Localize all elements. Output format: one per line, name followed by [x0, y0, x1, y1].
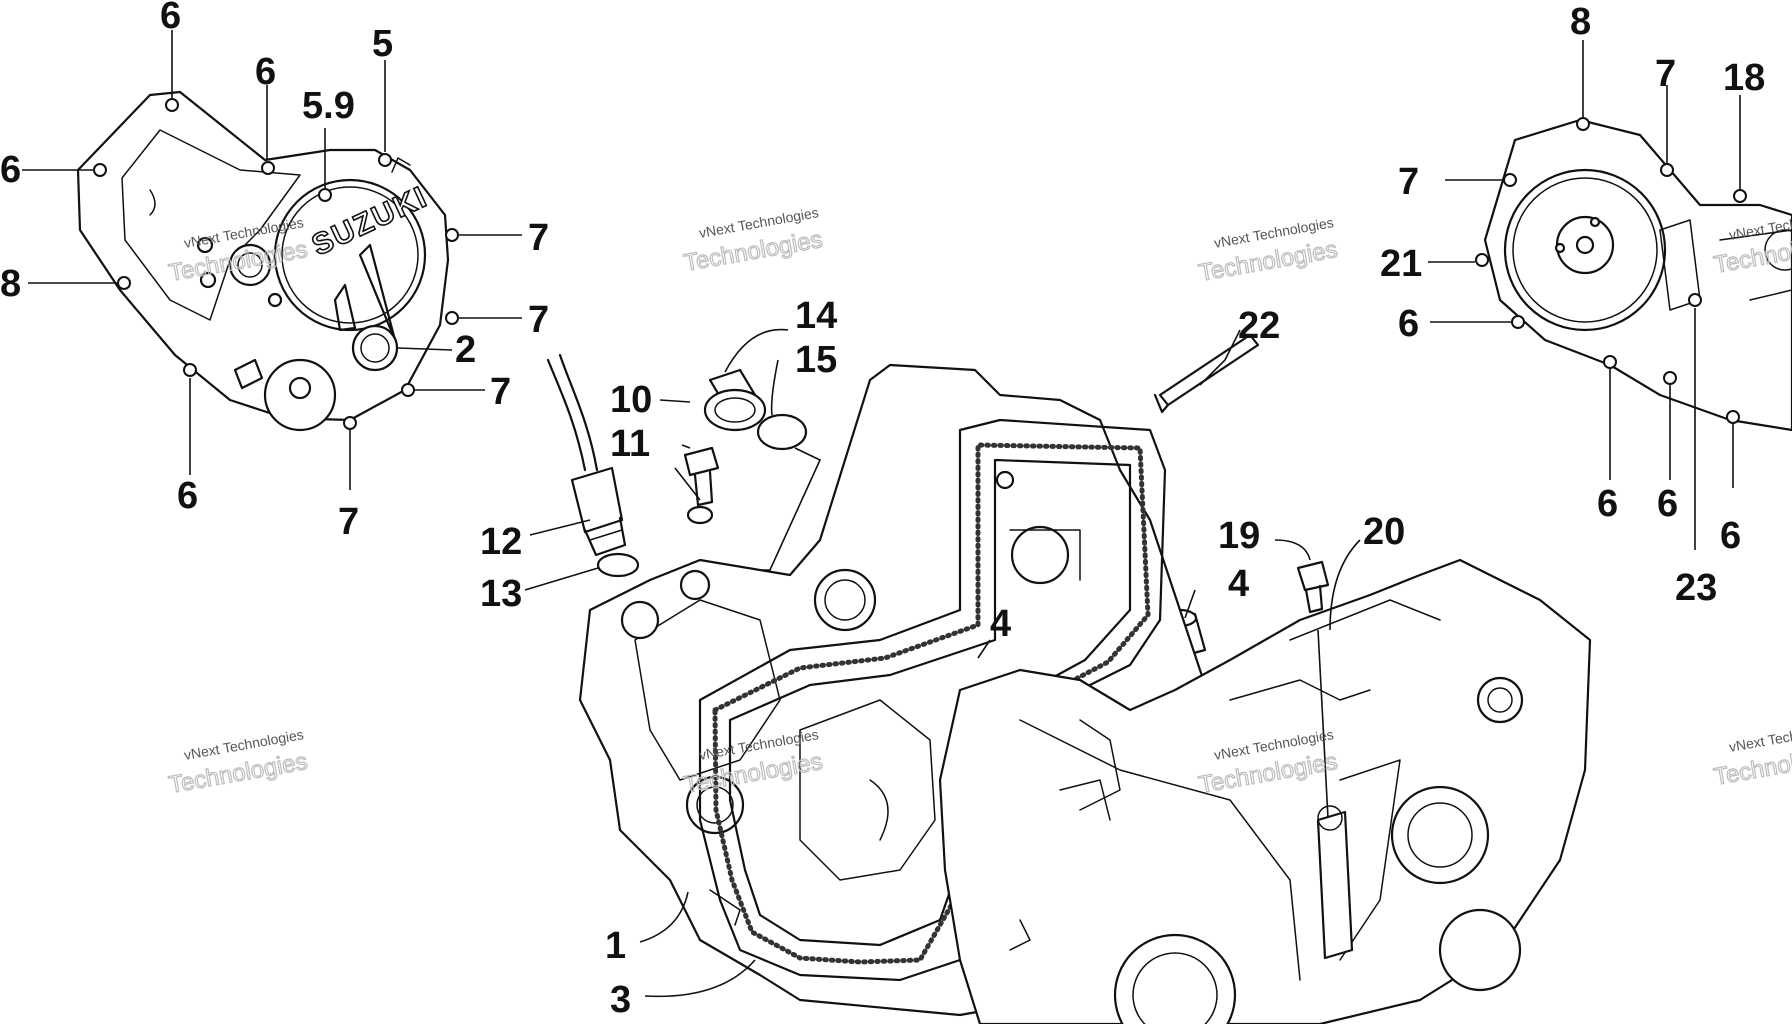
callout-20: 20 [1363, 511, 1405, 553]
callout-12: 12 [480, 521, 522, 563]
callout-7-right-top: 7 [1655, 53, 1676, 95]
callout-8-right: 8 [1570, 1, 1591, 43]
callout-6-left: 6 [0, 149, 21, 191]
callout-18: 18 [1723, 57, 1765, 99]
callout-21: 21 [1380, 243, 1422, 285]
oil-fitting [570, 466, 627, 557]
leader-lines [22, 30, 1741, 998]
fitting-o-ring [596, 552, 640, 578]
callout-6-right-bottom-a: 6 [1597, 483, 1618, 525]
drain-bolt [683, 446, 720, 507]
callout-5-9: 5.9 [302, 85, 355, 127]
callout-15: 15 [795, 339, 837, 381]
left-clutch-cover: SUZUKI [76, 90, 459, 432]
crankcase-right-half [938, 558, 1592, 1024]
right-generator-cover [1475, 117, 1792, 432]
svg-text:vNext Technologies: vNext Technologies [1728, 718, 1792, 755]
breather-hose [546, 353, 599, 472]
watermark: vNext Technologies Technologies [681, 204, 825, 277]
callout-6-right-side: 6 [1398, 303, 1419, 345]
callout-7-middle-right: 7 [528, 299, 549, 341]
callout-6-top: 6 [255, 51, 276, 93]
oil-filler-cap [703, 368, 767, 432]
chain-guide [1153, 333, 1260, 414]
callout-7-right-side: 7 [1398, 161, 1419, 203]
callout-13: 13 [480, 573, 522, 615]
callout-7-lower-right: 7 [490, 371, 511, 413]
callout-3: 3 [610, 979, 631, 1021]
callout-11: 11 [610, 423, 650, 465]
drain-bolt-washer [686, 505, 714, 525]
callout-23: 23 [1675, 567, 1717, 609]
callout-6-top-left: 6 [160, 0, 181, 37]
callout-19: 19 [1218, 515, 1260, 557]
watermark: vNext Technologies Technologies [1711, 718, 1792, 791]
callout-8-left: 8 [0, 263, 21, 305]
callout-14: 14 [795, 295, 837, 337]
callout-5: 5 [372, 23, 393, 65]
callout-4-right: 4 [1228, 563, 1249, 605]
case-bolt [1296, 560, 1330, 614]
callout-6-bottom-left: 6 [177, 475, 198, 517]
callout-6-right-bottom-c: 6 [1720, 515, 1741, 557]
callout-22: 22 [1238, 305, 1280, 347]
filler-cap-o-ring [756, 413, 808, 451]
callout-7-bottom: 7 [338, 501, 359, 543]
callout-1: 1 [605, 925, 626, 967]
watermark: vNext Technologies Technologies [166, 726, 310, 799]
callout-4-left: 4 [990, 603, 1011, 645]
callout-7-upper-right: 7 [528, 217, 549, 259]
callout-2: 2 [455, 329, 476, 371]
callout-6-right-bottom-b: 6 [1657, 483, 1678, 525]
watermark: vNext Technologies Technologies [1196, 214, 1340, 287]
callout-10: 10 [610, 379, 652, 421]
